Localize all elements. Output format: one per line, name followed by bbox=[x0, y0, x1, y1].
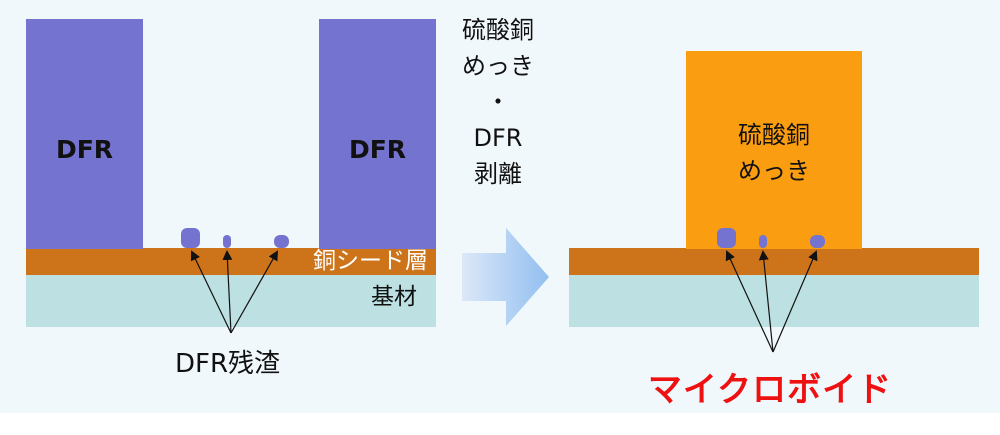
seed-layer-right bbox=[569, 248, 979, 275]
dfr-residue-1 bbox=[181, 228, 200, 248]
dfr-block-left: DFR bbox=[26, 19, 143, 249]
substrate-right bbox=[569, 274, 979, 327]
process-line-1: 硫酸銅 bbox=[462, 16, 534, 44]
plating-label-line-1: 硫酸銅 bbox=[738, 121, 810, 149]
copper-plating-block: 硫酸銅 めっき bbox=[686, 51, 862, 249]
microvoid-1 bbox=[717, 228, 736, 248]
dfr-residue-3 bbox=[274, 235, 289, 248]
dfr-block-right: DFR bbox=[319, 19, 436, 249]
substrate-label: 基材 bbox=[371, 284, 417, 310]
substrate-left bbox=[26, 274, 436, 327]
residue-pointer-arrows bbox=[190, 250, 278, 334]
diagram-panel: DFR DFR 銅シード層 基材 DFR残渣 硫酸銅 めっき ・ DFR 剥離 … bbox=[0, 0, 1000, 413]
microvoid-3 bbox=[810, 235, 825, 248]
dfr-residue-2 bbox=[223, 235, 231, 248]
microvoid-label: マイクロボイド bbox=[647, 370, 893, 410]
plating-label: 硫酸銅 めっき bbox=[686, 117, 862, 189]
plating-label-line-2: めっき bbox=[738, 157, 810, 185]
dfr-left-label: DFR bbox=[55, 135, 114, 164]
dfr-right-label: DFR bbox=[348, 135, 407, 164]
microvoid-2 bbox=[759, 235, 767, 248]
right-arrow-icon bbox=[462, 228, 549, 326]
process-line-2: めっき bbox=[462, 52, 534, 80]
microvoid-pointer-arrows bbox=[725, 250, 818, 353]
process-step-label: 硫酸銅 めっき ・ DFR 剥離 bbox=[448, 12, 548, 192]
annotation-arrows bbox=[190, 228, 818, 353]
process-line-3: ・ bbox=[486, 88, 510, 116]
residue-label: DFR残渣 bbox=[175, 349, 281, 379]
seed-layer-label: 銅シード層 bbox=[313, 248, 428, 274]
process-line-4: DFR bbox=[473, 124, 523, 152]
process-line-5: 剥離 bbox=[474, 160, 522, 188]
